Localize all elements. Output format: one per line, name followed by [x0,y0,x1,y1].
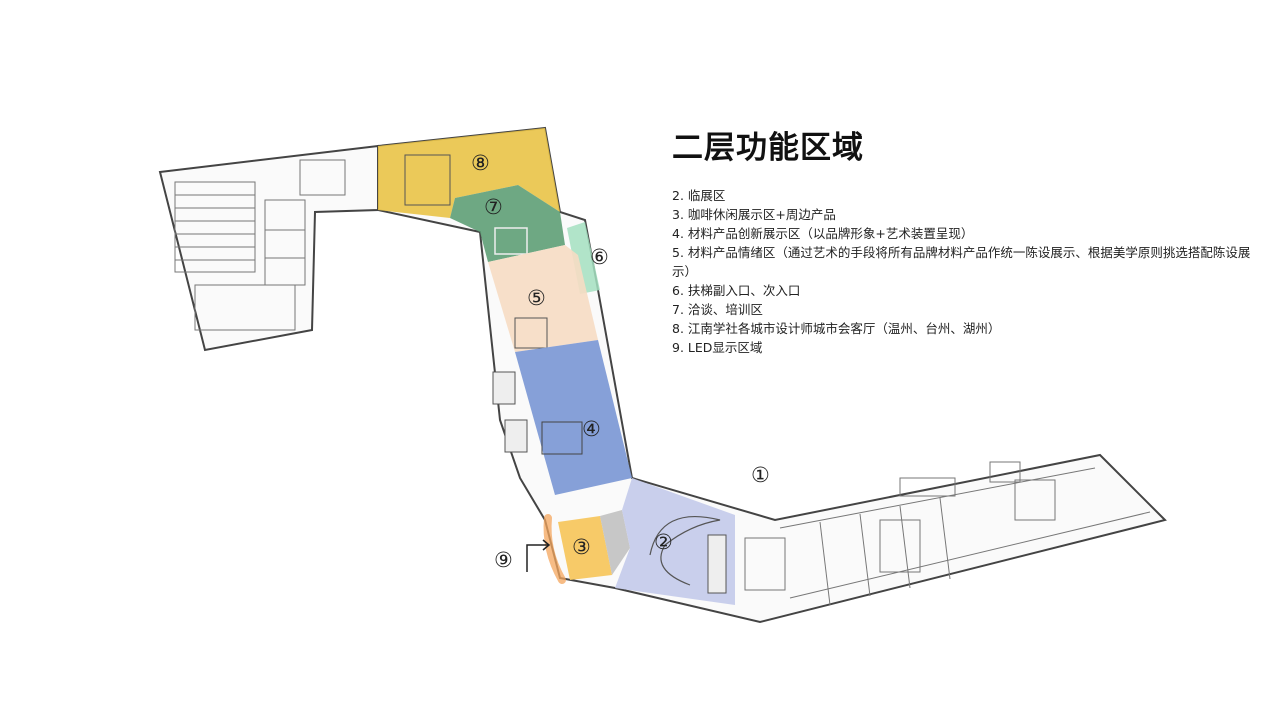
zone-9-led [543,514,566,584]
right-wing-detail [744,461,1151,606]
zone-8 [378,128,560,218]
zone-4 [515,340,632,495]
marker-1: ① [751,463,770,487]
legend-item-9: 9. LED显示区域 [672,340,763,355]
zone-legend: 2. 临展区 3. 咖啡休闲展示区+周边产品 4. 材料产品创新展示区（以品牌形… [672,186,1262,357]
left-wing-detail [174,159,346,331]
marker-6: ⑥ [590,245,609,269]
legend-item-4: 4. 材料产品创新展示区（以品牌形象+艺术装置呈现） [672,226,974,241]
zone-5 [488,245,598,352]
legend-item-7: 7. 洽谈、培训区 [672,302,763,317]
escalators [492,371,727,594]
legend-item-2: 2. 临展区 [672,188,726,203]
marker-5: ⑤ [527,286,546,310]
marker-8: ⑧ [471,151,490,175]
legend-item-8: 8. 江南学社各城市设计师城市会客厅（温州、台州、湖州） [672,321,1001,336]
marker-3: ③ [572,535,591,559]
zone-6 [567,222,600,294]
marker-7: ⑦ [484,195,503,219]
zone-2 [615,478,735,605]
marker-4: ④ [582,417,601,441]
marker-2: ② [654,530,673,554]
zone-3 [558,510,630,580]
led-arrow [526,539,551,572]
page-title: 二层功能区域 [672,130,864,166]
legend-item-3: 3. 咖啡休闲展示区+周边产品 [672,207,836,222]
legend-item-5: 5. 材料产品情绪区（通过艺术的手段将所有品牌材料产品作统一陈设展示、根据美学原… [672,245,1251,279]
legend-item-6: 6. 扶梯副入口、次入口 [672,283,801,298]
zone-markers: ① ② ③ ④ ⑤ ⑥ ⑦ ⑧ ⑨ [471,151,770,572]
marker-9: ⑨ [494,548,513,572]
zone-7 [450,185,565,262]
